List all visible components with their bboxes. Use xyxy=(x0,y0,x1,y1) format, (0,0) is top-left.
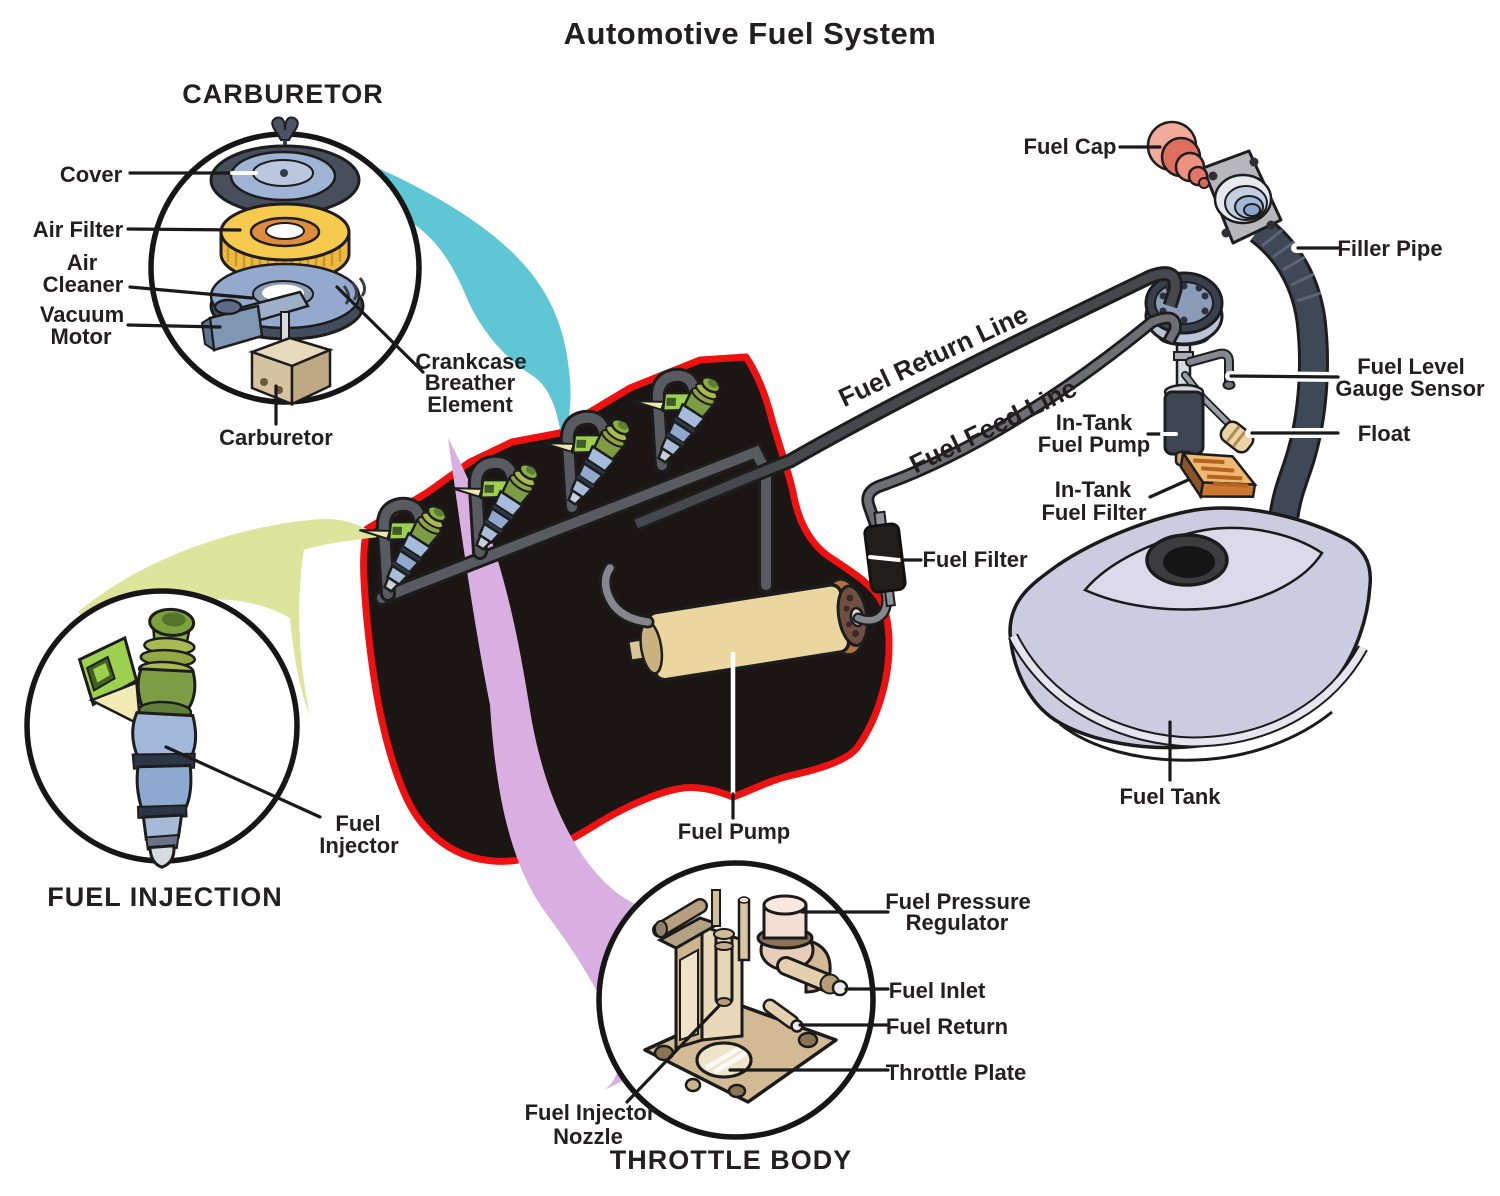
throttle-body-inset xyxy=(596,860,876,1140)
fuel-injection-inset xyxy=(24,588,300,869)
label-gauge-sensor-2: Gauge Sensor xyxy=(1335,376,1485,401)
fuel-pump xyxy=(626,577,869,682)
throttle-body-inset-title: THROTTLE BODY xyxy=(610,1145,853,1175)
fuel-injection-inset-title: FUEL INJECTION xyxy=(47,882,283,912)
label-in-tank-filter-1: In-Tank xyxy=(1055,477,1132,502)
label-injector-nozzle-2: Nozzle xyxy=(553,1124,623,1149)
leader-air-cleaner xyxy=(128,285,254,300)
breather-spring xyxy=(342,277,367,305)
label-cover: Cover xyxy=(60,162,123,187)
label-carburetor: Carburetor xyxy=(219,425,333,450)
leader-air-filter xyxy=(126,227,242,232)
label-fuel-cap: Fuel Cap xyxy=(1024,134,1117,159)
label-injector-nozzle-1: Fuel Injector xyxy=(525,1100,656,1125)
label-crankcase-3: Element xyxy=(427,392,513,417)
fuel-injector-large-graphic xyxy=(77,607,198,869)
fuel-rail xyxy=(374,441,774,606)
leader-injector-nozzle xyxy=(625,1004,721,1104)
label-fuel-filter: Fuel Filter xyxy=(922,547,1028,572)
fuel-feed-line xyxy=(861,311,1182,529)
fuel-cap-graphic xyxy=(1146,120,1210,189)
fuel-tank xyxy=(1008,506,1373,762)
label-throttle-plate: Throttle Plate xyxy=(886,1060,1027,1085)
leader-crankcase-breather xyxy=(335,285,425,374)
label-fuel-inlet: Fuel Inlet xyxy=(889,978,986,1003)
carburetor-swoosh xyxy=(378,168,571,441)
in-tank-fuel-pump-body xyxy=(1163,390,1205,456)
label-vacuum-motor-2: Motor xyxy=(50,324,112,349)
label-vacuum-motor-1: Vacuum xyxy=(40,302,124,327)
label-fuel-tank: Fuel Tank xyxy=(1119,784,1221,809)
filler-flange xyxy=(1201,149,1283,245)
vacuum-motor-graphic xyxy=(200,290,310,353)
label-fuel-pump: Fuel Pump xyxy=(678,819,790,844)
carburetor-base xyxy=(248,311,334,406)
label-pressure-regulator-2: Regulator xyxy=(906,910,1009,935)
carburetor-exploded-graphic xyxy=(200,116,367,406)
leader-in-tank-filter xyxy=(1148,478,1190,499)
label-in-tank-filter-2: Fuel Filter xyxy=(1041,500,1147,525)
in-tank-sender-unit xyxy=(1144,271,1258,500)
carburetor-inset xyxy=(148,116,422,406)
page-title: Automotive Fuel System xyxy=(564,16,937,51)
label-air-cleaner-1: Air xyxy=(67,250,98,275)
carburetor-inset-title: CARBURETOR xyxy=(182,79,384,109)
label-crankcase-2: Breather xyxy=(425,370,516,395)
in-tank-fuel-filter-graphic xyxy=(1179,449,1258,500)
throttle-body-graphic xyxy=(643,889,849,1104)
leader-fuel-injector xyxy=(164,745,322,819)
label-fuel-injector-2: Injector xyxy=(319,833,399,858)
label-float: Float xyxy=(1358,421,1411,446)
float-graphic xyxy=(1219,420,1255,454)
label-air-filter: Air Filter xyxy=(33,217,124,242)
wing-nut xyxy=(271,116,299,141)
label-fuel-injector-1: Fuel xyxy=(335,811,380,836)
label-pressure-regulator-1: Fuel Pressure xyxy=(885,889,1031,914)
leader-lines xyxy=(126,145,1345,1104)
label-fuel-return: Fuel Return xyxy=(886,1014,1008,1039)
label-filler-pipe: Filler Pipe xyxy=(1337,236,1442,261)
label-crankcase-1: Crankcase xyxy=(415,349,526,374)
fuel-pump-inlet-pipe-core xyxy=(601,564,652,626)
leader-vacuum-motor xyxy=(126,323,222,329)
label-in-tank-pump-1: In-Tank xyxy=(1056,410,1133,435)
leader-gauge-sensor xyxy=(1229,374,1340,379)
label-air-cleaner-2: Cleaner xyxy=(43,272,124,297)
label-in-tank-pump-2: Fuel Pump xyxy=(1038,432,1150,457)
fuel-injection-swoosh xyxy=(78,518,379,716)
label-gauge-sensor-1: Fuel Level xyxy=(1357,354,1465,379)
fuel-return-line xyxy=(633,266,1183,531)
